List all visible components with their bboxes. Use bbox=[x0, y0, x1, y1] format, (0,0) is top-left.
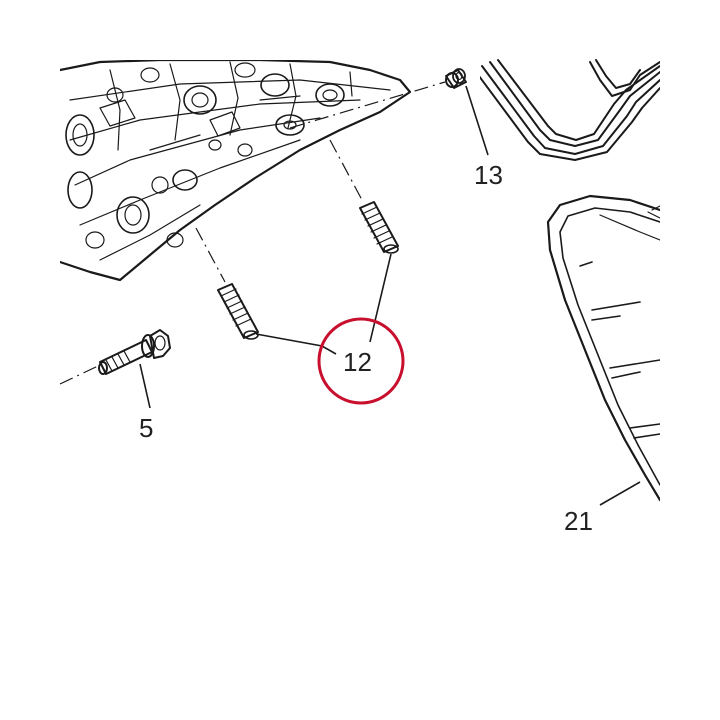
highlight-circle-part-12 bbox=[317, 317, 405, 405]
part-5-flange-bolt bbox=[98, 329, 171, 375]
part-13-dowel-sleeve bbox=[445, 68, 467, 89]
callout-12: 12 bbox=[343, 347, 372, 377]
callout-13: 13 bbox=[474, 160, 503, 190]
leader-lines bbox=[139, 85, 641, 506]
part-12-stud-lower bbox=[217, 283, 259, 340]
cylinder-head-drawing bbox=[60, 60, 412, 282]
valve-cover-gasket-drawing bbox=[480, 59, 660, 161]
callout-5: 5 bbox=[139, 413, 153, 443]
cover-part-21-drawing bbox=[546, 194, 660, 502]
assembly-axis-lines bbox=[59, 81, 446, 385]
callout-21: 21 bbox=[564, 506, 593, 536]
part-12-stud-upper bbox=[359, 201, 399, 254]
